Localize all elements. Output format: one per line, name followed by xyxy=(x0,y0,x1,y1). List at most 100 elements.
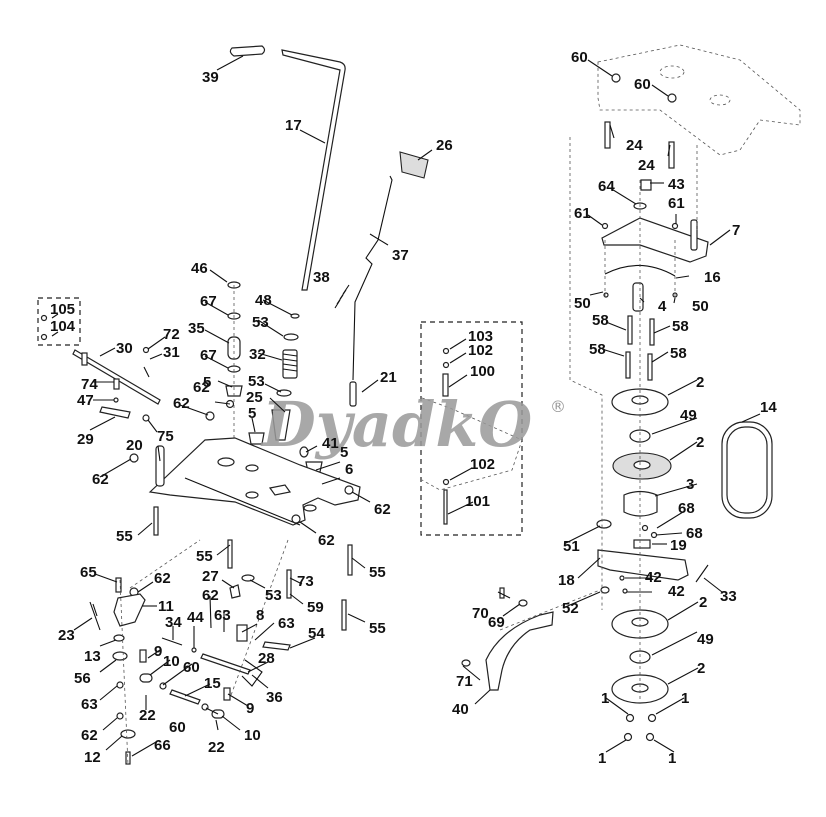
callout: 58 xyxy=(592,312,609,329)
callout: 1 xyxy=(681,690,689,707)
callout: 13 xyxy=(84,648,101,665)
callout: 11 xyxy=(158,598,174,615)
callout: 55 xyxy=(369,620,386,637)
callout: 2 xyxy=(699,594,707,611)
callout: 102 xyxy=(468,342,493,359)
callout: 41 xyxy=(322,435,339,452)
callout: 1 xyxy=(601,690,609,707)
part-stack-center xyxy=(271,313,300,441)
callout: 104 xyxy=(50,318,76,335)
part-post xyxy=(155,445,165,487)
callout: 19 xyxy=(670,537,687,554)
callout: 12 xyxy=(84,749,101,766)
callout: 75 xyxy=(157,428,174,445)
callout: 4 xyxy=(658,298,667,315)
callout: 102 xyxy=(470,456,495,473)
callout: 105 xyxy=(50,301,75,318)
part-shift-lever xyxy=(281,49,346,291)
callout: 20 xyxy=(126,437,143,454)
callout: 72 xyxy=(163,326,180,343)
callout: 23 xyxy=(58,627,75,644)
callout: 54 xyxy=(308,625,325,642)
callout: 2 xyxy=(696,374,704,391)
callout: 25 xyxy=(246,389,263,406)
callout: 5 xyxy=(248,405,256,422)
part-base-plate xyxy=(148,437,361,526)
part-idler-arm-18 xyxy=(596,519,709,594)
callout: 17 xyxy=(285,117,302,134)
watermark-registered-mark: ® xyxy=(550,397,566,416)
callout: 46 xyxy=(191,260,208,277)
part-spring xyxy=(334,284,350,309)
callout: 62 xyxy=(318,532,335,549)
callout: 55 xyxy=(369,564,386,581)
callout: 62 xyxy=(81,727,98,744)
part-nuts-62 xyxy=(129,399,354,524)
callout: 71 xyxy=(456,673,473,690)
callout: 55 xyxy=(196,548,213,565)
callout: 16 xyxy=(704,269,721,286)
callout: 61 xyxy=(668,195,685,212)
callout: 36 xyxy=(266,689,283,706)
callout: 60 xyxy=(571,49,588,66)
callout: 18 xyxy=(558,572,575,589)
part-pulley-2-lower xyxy=(611,609,669,742)
callout: 61 xyxy=(574,205,591,222)
callout: 64 xyxy=(598,178,615,195)
callout: 62 xyxy=(173,395,190,412)
callout: 30 xyxy=(116,340,133,357)
callout: 29 xyxy=(77,431,94,448)
callout: 48 xyxy=(255,292,272,309)
part-bolts-58 xyxy=(625,315,655,381)
callout: 47 xyxy=(77,392,94,409)
callout: 53 xyxy=(248,373,265,390)
callout: 5 xyxy=(203,374,211,391)
part-shaft-30 xyxy=(72,346,161,422)
callout: 31 xyxy=(163,344,180,361)
callout: 63 xyxy=(214,607,231,624)
part-knob xyxy=(229,45,266,57)
callout: 42 xyxy=(668,583,685,600)
callout: 9 xyxy=(246,700,254,717)
leader-lines xyxy=(51,55,761,757)
callout: 28 xyxy=(258,650,275,667)
callout: 40 xyxy=(452,701,469,718)
callout: 62 xyxy=(193,379,210,396)
callout: 15 xyxy=(204,675,221,692)
part-bracket-7 xyxy=(601,179,709,263)
part-stack-left xyxy=(225,281,243,460)
callout: 50 xyxy=(574,295,591,312)
part-control-rod xyxy=(352,175,393,381)
callout: 49 xyxy=(680,407,697,424)
part-lower-left-mechanism xyxy=(89,539,291,766)
callout: 60 xyxy=(634,76,651,93)
callout: 63 xyxy=(81,696,98,713)
part-bolts-55 xyxy=(153,506,353,631)
callout: 55 xyxy=(116,528,133,545)
callout: 2 xyxy=(697,660,705,677)
callout: 44 xyxy=(187,609,204,626)
callout: 101 xyxy=(465,493,490,510)
callout: 58 xyxy=(589,341,606,358)
callout: 68 xyxy=(686,525,703,542)
callout: 52 xyxy=(562,600,579,617)
callout: 63 xyxy=(278,615,295,632)
callout: 60 xyxy=(169,719,186,736)
callout: 70 xyxy=(472,605,489,622)
callout: 6 xyxy=(345,461,353,478)
callout: 58 xyxy=(672,318,689,335)
callout: 2 xyxy=(696,434,704,451)
watermark-text: DyadkO xyxy=(260,388,532,461)
callout: 100 xyxy=(470,363,495,380)
callout: 73 xyxy=(297,573,314,590)
callout: 43 xyxy=(668,176,685,193)
assembly-lines xyxy=(499,137,698,700)
callout: 22 xyxy=(208,739,225,756)
callout: 53 xyxy=(252,314,269,331)
watermark: DyadkO ® xyxy=(260,388,566,461)
callout: 24 xyxy=(638,157,655,174)
callout: 8 xyxy=(256,607,264,624)
callout: 10 xyxy=(163,653,180,670)
callout: 3 xyxy=(686,476,694,493)
